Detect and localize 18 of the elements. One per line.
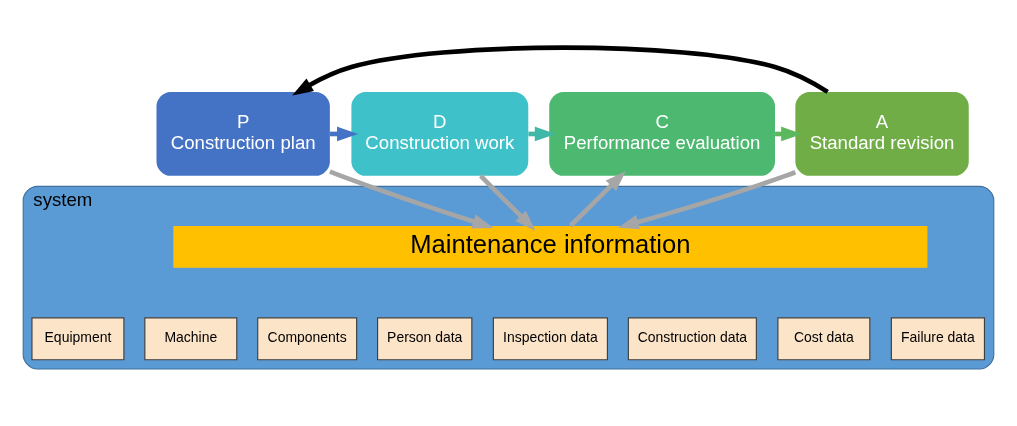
- node-box: Maintenance information: [173, 225, 928, 268]
- node-box: Components: [257, 317, 358, 361]
- node-box: Machine: [144, 317, 238, 361]
- arrow: [292, 45, 829, 96]
- arrow: [479, 174, 536, 231]
- arrow: [329, 169, 494, 229]
- node-box: P Construction plan: [156, 92, 330, 176]
- node-box: Failure data: [890, 317, 986, 361]
- node-box: C Performance evaluation: [549, 92, 775, 176]
- node-box: Cost data: [777, 317, 871, 361]
- node-box: Person data: [377, 317, 473, 361]
- node-box: D Construction work: [351, 92, 529, 176]
- node-box: A Standard revision: [795, 92, 969, 176]
- node-box: Inspection data: [492, 317, 608, 361]
- node-box: Construction data: [627, 317, 757, 361]
- node-box: Equipment: [31, 317, 125, 361]
- arrow: [617, 170, 797, 230]
- arrow: [568, 171, 626, 228]
